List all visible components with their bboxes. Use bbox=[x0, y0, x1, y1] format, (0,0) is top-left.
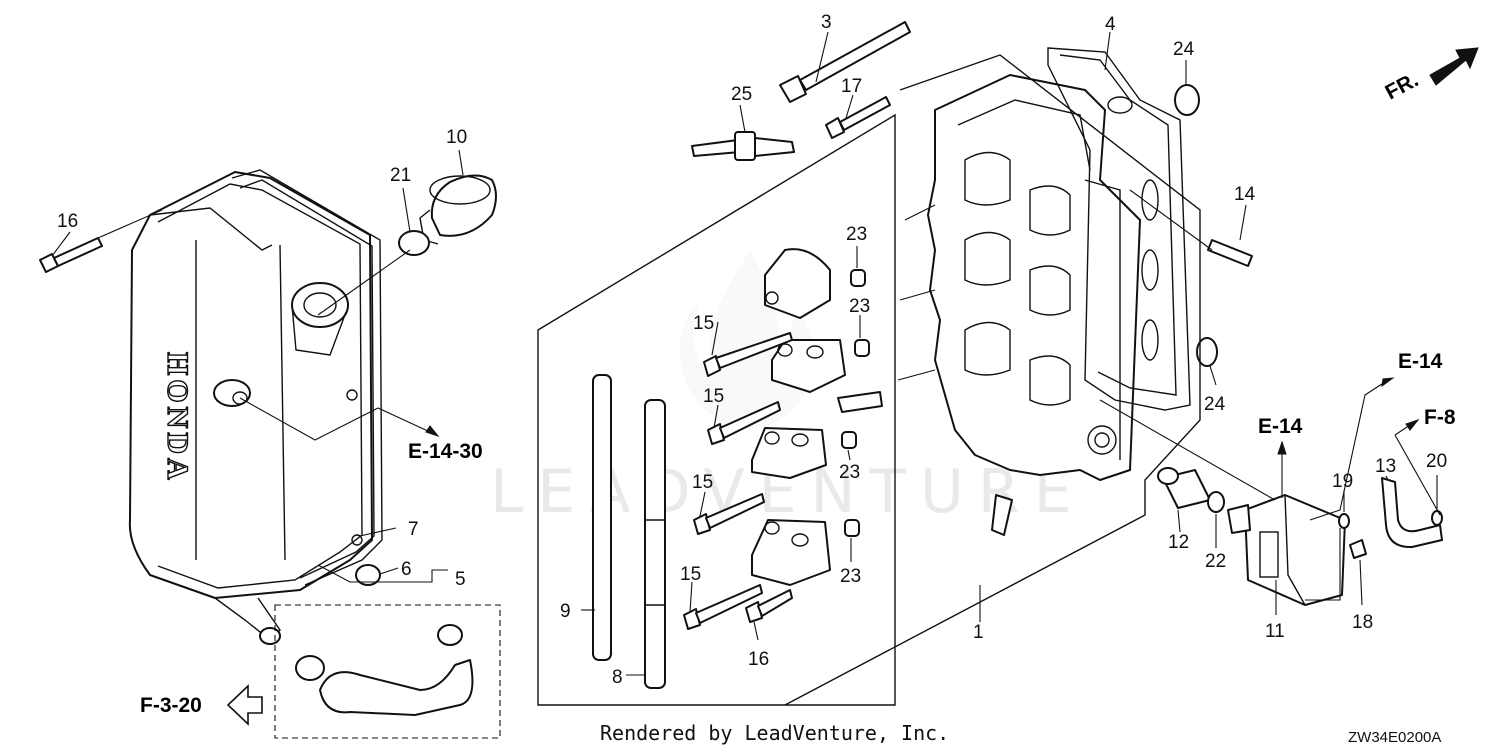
oil-filler-cap[interactable] bbox=[419, 174, 497, 245]
callout-21: 21 bbox=[390, 165, 411, 186]
stud-pin[interactable] bbox=[837, 391, 883, 413]
oil-pipe-8[interactable] bbox=[644, 399, 666, 689]
front-label: FR. bbox=[1382, 68, 1423, 104]
callout-13: 13 bbox=[1375, 456, 1396, 477]
callout-11: 11 bbox=[1265, 621, 1285, 642]
ref-arrowhead-f8 bbox=[1405, 418, 1420, 431]
head-group-outline bbox=[784, 54, 1201, 706]
ref-e-14-upper[interactable]: E-14 bbox=[1398, 350, 1443, 373]
holder-bolt-c[interactable] bbox=[693, 493, 765, 535]
leader-lines bbox=[51, 31, 1441, 676]
callout-14: 14 bbox=[1234, 184, 1256, 205]
head-stud[interactable] bbox=[1207, 239, 1253, 267]
callout-4: 4 bbox=[1105, 14, 1116, 35]
callout-25: 25 bbox=[731, 84, 752, 105]
insulator-tube[interactable] bbox=[1157, 467, 1211, 509]
cover-logo-icon: HONDA bbox=[161, 352, 194, 484]
holder-group-outline bbox=[537, 113, 896, 706]
holder-bolt-d[interactable] bbox=[683, 584, 763, 630]
dowel-pin-d[interactable] bbox=[844, 519, 860, 537]
head-bolt-long[interactable] bbox=[779, 21, 911, 103]
callout-23b: 23 bbox=[849, 296, 870, 317]
breather-tube[interactable] bbox=[295, 624, 474, 716]
callout-23a: 23 bbox=[846, 224, 867, 245]
callout-7: 7 bbox=[408, 519, 419, 540]
cover-gasket[interactable] bbox=[231, 169, 383, 586]
callout-10: 10 bbox=[446, 127, 467, 148]
callout-15a: 15 bbox=[693, 313, 714, 334]
callout-17: 17 bbox=[841, 76, 862, 97]
callout-12: 12 bbox=[1168, 532, 1189, 553]
callout-20: 20 bbox=[1426, 451, 1447, 472]
ref-e-14-pump[interactable]: E-14 bbox=[1258, 415, 1303, 438]
callout-24b: 24 bbox=[1204, 394, 1226, 415]
breather-tube-group bbox=[274, 604, 501, 739]
dowel-pin-b[interactable] bbox=[854, 339, 870, 357]
front-direction-marker: FR. bbox=[1382, 47, 1479, 104]
ref-f-8[interactable]: F-8 bbox=[1424, 406, 1456, 429]
callout-18: 18 bbox=[1352, 612, 1373, 633]
holder-bolt-16[interactable] bbox=[745, 589, 793, 623]
callout-3: 3 bbox=[821, 12, 832, 33]
head-dowel-a[interactable] bbox=[1174, 84, 1200, 116]
oil-pipe-9[interactable] bbox=[592, 374, 612, 661]
callout-23c: 23 bbox=[839, 462, 860, 483]
callout-16a: 16 bbox=[57, 211, 78, 232]
cylinder-head-cover[interactable] bbox=[128, 171, 373, 645]
camshaft-holder-2[interactable] bbox=[771, 339, 846, 393]
camshaft-holder-4[interactable] bbox=[751, 519, 831, 586]
callout-1: 1 bbox=[973, 622, 984, 643]
ref-arrowhead-e14-a bbox=[1381, 377, 1395, 388]
pump-gasket[interactable] bbox=[1207, 491, 1225, 513]
camshaft-holder-3[interactable] bbox=[751, 427, 827, 479]
holder-bolt-a[interactable] bbox=[703, 332, 793, 377]
footer-credit: Rendered by LeadVenture, Inc. bbox=[600, 721, 949, 745]
callout-8: 8 bbox=[612, 667, 623, 688]
head-gasket[interactable] bbox=[1047, 47, 1191, 411]
callout-9: 9 bbox=[560, 601, 571, 622]
ref-e-14-30[interactable]: E-14-30 bbox=[408, 440, 483, 463]
callout-15d: 15 bbox=[680, 564, 701, 585]
hose-clip-b[interactable] bbox=[1431, 510, 1443, 526]
ref-arrowhead-e14-30 bbox=[425, 425, 440, 438]
diagram-code: ZW34E0200A bbox=[1348, 729, 1441, 746]
ref-f-3-20[interactable]: F-3-20 bbox=[140, 694, 202, 717]
arrow-icon bbox=[1429, 47, 1479, 86]
dowel-pin-c[interactable] bbox=[841, 431, 857, 449]
head-bolt-short[interactable] bbox=[825, 96, 891, 139]
hollow-arrow-icon bbox=[226, 684, 263, 726]
ref-arrowhead-e14-b bbox=[1277, 440, 1287, 455]
callout-23d: 23 bbox=[840, 566, 861, 587]
pump-bolt[interactable] bbox=[1349, 539, 1367, 559]
cylinder-head[interactable] bbox=[927, 74, 1141, 481]
spark-plug[interactable] bbox=[691, 131, 795, 161]
callout-numbers: 1 3 4 5 6 7 8 9 10 11 12 13 14 15 15 15 … bbox=[57, 12, 1447, 688]
callout-16b: 16 bbox=[748, 649, 769, 670]
callout-15b: 15 bbox=[703, 386, 724, 407]
head-dowel-b[interactable] bbox=[1196, 337, 1218, 367]
watermark-flame-icon bbox=[679, 250, 814, 430]
hose-clip-a[interactable] bbox=[1338, 513, 1350, 529]
callout-6: 6 bbox=[401, 559, 412, 580]
fuel-hose[interactable] bbox=[1381, 477, 1443, 549]
head-pin[interactable] bbox=[991, 494, 1013, 536]
fuel-pump[interactable] bbox=[1227, 494, 1346, 606]
dowel-pin-a[interactable] bbox=[850, 269, 866, 287]
grommet[interactable] bbox=[355, 564, 381, 586]
cover-bolt[interactable] bbox=[39, 237, 103, 273]
callout-5: 5 bbox=[455, 569, 466, 590]
o-ring[interactable] bbox=[398, 230, 430, 256]
callout-24a: 24 bbox=[1173, 39, 1195, 60]
camshaft-holder-1[interactable] bbox=[764, 248, 831, 319]
callout-22: 22 bbox=[1205, 551, 1226, 572]
callout-19: 19 bbox=[1332, 471, 1353, 492]
holder-bolt-b[interactable] bbox=[707, 401, 781, 445]
callout-15c: 15 bbox=[692, 472, 713, 493]
